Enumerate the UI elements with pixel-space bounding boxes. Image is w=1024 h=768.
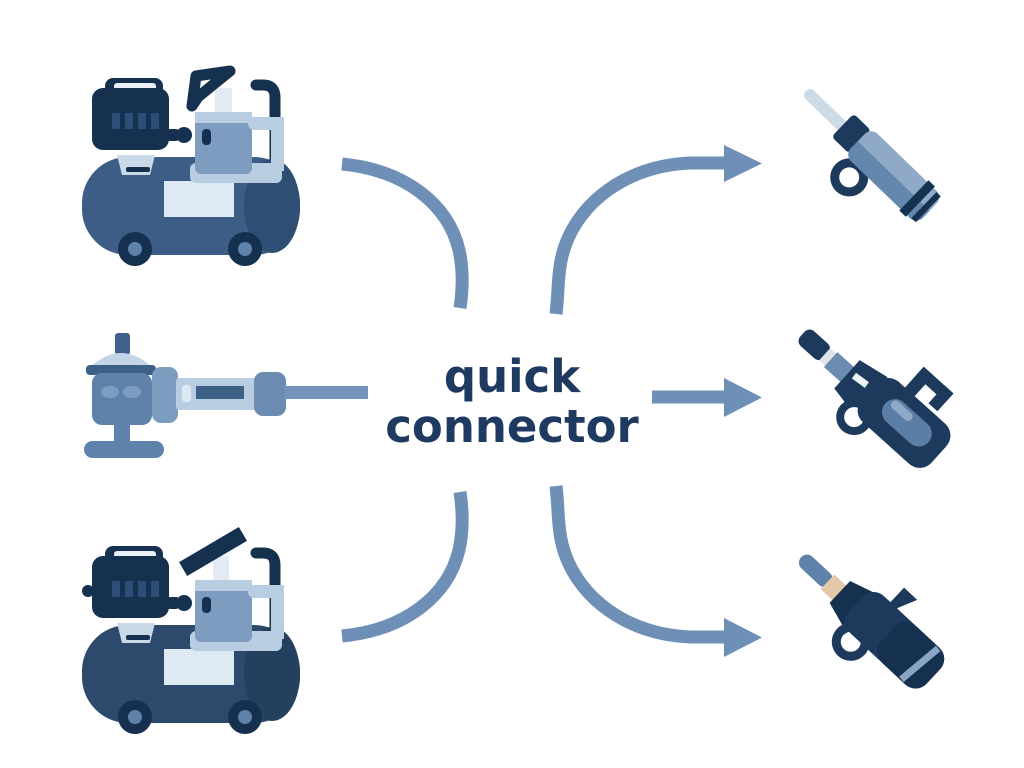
arrow-bottom-left-to-center-icon [341, 491, 469, 643]
label-line-2: connector [385, 399, 639, 453]
air-compressor-icon [78, 55, 308, 270]
arrow-top-left-to-center-icon [341, 157, 469, 309]
label-line-1: quick [443, 350, 581, 403]
pneumatic-hammer-icon [775, 300, 965, 490]
pneumatic-grinder-icon [78, 325, 378, 470]
arrow-center-to-bottom-right-icon [549, 485, 724, 644]
arrow-center-to-top-right-icon [549, 156, 724, 315]
air-compressor-icon [78, 523, 308, 738]
pneumatic-chisel-icon [772, 525, 962, 715]
arrowhead-top-right-icon [724, 145, 762, 182]
arrowhead-middle-right-icon [724, 378, 762, 417]
arrowhead-bottom-right-icon [724, 618, 762, 657]
air-blow-gun-icon [775, 58, 965, 248]
quick-connector-label: quick connector [332, 352, 692, 451]
